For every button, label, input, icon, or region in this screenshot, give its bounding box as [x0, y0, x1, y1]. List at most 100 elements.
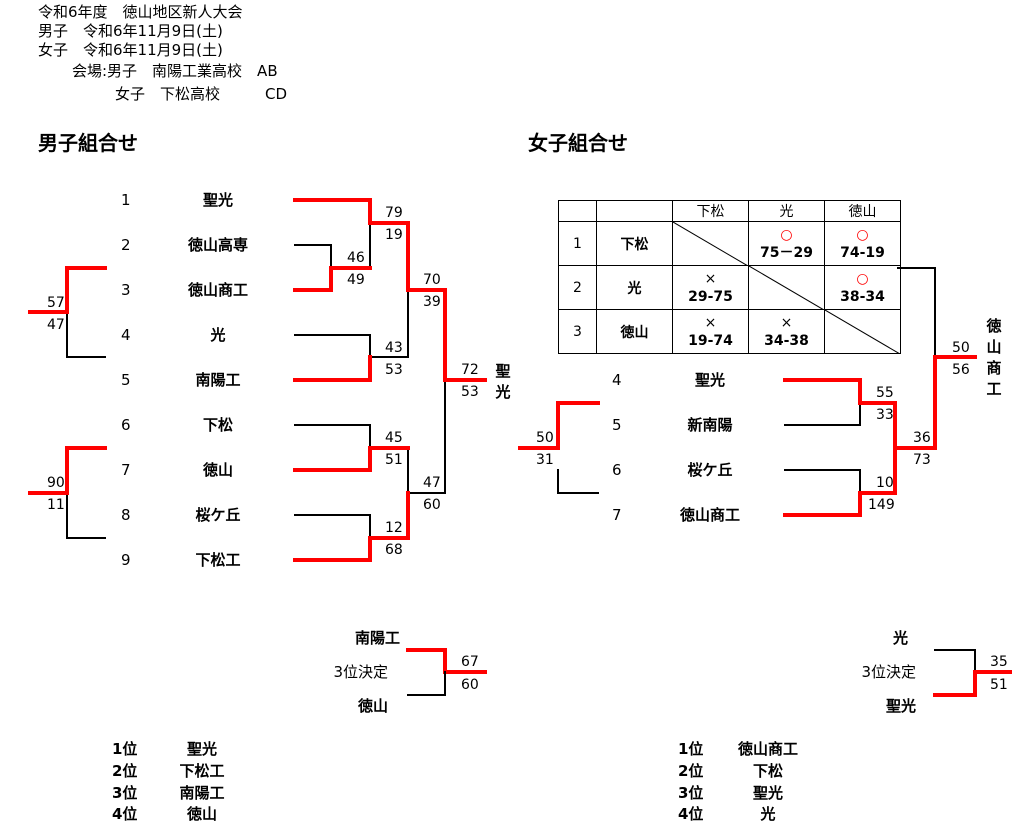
score: 68 — [385, 542, 403, 558]
team-name: 新南陽 — [687, 416, 733, 434]
score: 51 — [990, 677, 1008, 693]
score: 53 — [461, 384, 479, 400]
header-line3: 女子 令和6年11月9日(土) — [38, 41, 223, 59]
score: 31 — [536, 452, 554, 468]
rank-team: 徳山商工 — [737, 740, 798, 758]
rr-seed: 2 — [558, 265, 597, 310]
score: 56 — [952, 362, 970, 378]
team-name: 下松工 — [195, 551, 241, 569]
rr-cell: ○ 38-34 — [824, 265, 901, 310]
score: 51 — [385, 452, 403, 468]
team-name: 徳山商工 — [679, 506, 740, 524]
team-name: 南陽工 — [195, 371, 241, 389]
rr-self-cell — [672, 221, 749, 266]
seed: 7 — [612, 506, 622, 524]
team-name: 聖光 — [694, 371, 725, 389]
seed: 5 — [121, 371, 131, 389]
score: 70 — [423, 272, 441, 288]
girls-title: 女子組合せ — [528, 131, 628, 155]
seed: 1 — [121, 191, 131, 209]
header-line2: 男子 令和6年11月9日(土) — [38, 22, 223, 40]
score: 11 — [47, 497, 65, 513]
score: 50 — [536, 430, 554, 446]
score: 33 — [876, 407, 894, 423]
score: 90 — [47, 475, 65, 491]
seed: 6 — [121, 416, 131, 434]
rank-team: 聖光 — [752, 784, 783, 802]
rank-team: 徳山 — [186, 805, 217, 823]
header-line1: 令和6年度 徳山地区新人大会 — [38, 3, 243, 21]
seed: 8 — [121, 506, 131, 524]
rr-seed: 3 — [558, 309, 597, 354]
score: 47 — [423, 475, 441, 491]
score: 73 — [913, 452, 931, 468]
loss-mark: × — [780, 314, 793, 331]
score: 60 — [461, 677, 479, 693]
seed: 4 — [121, 326, 131, 344]
rr-team: 下松 — [596, 221, 673, 266]
rank-team: 光 — [760, 805, 776, 823]
loss-mark: × — [704, 314, 717, 331]
rr-cell: × 34-38 — [748, 309, 825, 354]
team-name: 桜ケ丘 — [687, 461, 733, 479]
score: 45 — [385, 430, 403, 446]
seed: 2 — [121, 236, 131, 254]
rr-self-cell — [748, 265, 825, 310]
seed: 6 — [612, 461, 622, 479]
rank: 2位 — [112, 762, 138, 780]
rr-team: 光 — [596, 265, 673, 310]
team-name: 徳山商工 — [187, 281, 248, 299]
rr-seed: 1 — [558, 221, 597, 266]
rr-score: 34-38 — [764, 332, 809, 349]
score: 49 — [347, 272, 365, 288]
score: 67 — [461, 654, 479, 670]
rank: 3位 — [112, 784, 138, 802]
girls-round-robin-table: 下松 光 徳山 1 下松 ○ 75－29 ○ 74-19 2 光 × 29-75… — [558, 200, 901, 354]
score: 60 — [423, 497, 441, 513]
third-label: 3位決定 — [333, 663, 388, 681]
seed: 7 — [121, 461, 131, 479]
boys-title: 男子組合せ — [38, 131, 138, 155]
score: 79 — [385, 205, 403, 221]
girls-champion: 徳山商工 — [986, 317, 1002, 398]
third-label: 3位決定 — [861, 663, 916, 681]
team-name: 聖光 — [202, 191, 233, 209]
rr-cell: × 19-74 — [672, 309, 749, 354]
rank-team: 下松 — [752, 762, 783, 780]
boys-lines-red — [28, 198, 487, 674]
score: 10 — [876, 475, 894, 491]
rr-cell: × 29-75 — [672, 265, 749, 310]
rank: 1位 — [112, 740, 138, 758]
rank-team: 聖光 — [186, 740, 217, 758]
rank: 4位 — [678, 805, 704, 823]
score: 149 — [868, 497, 895, 513]
rr-score: 19-74 — [688, 332, 733, 349]
boys-champion: 聖光 — [495, 362, 511, 401]
team-name: 下松 — [202, 416, 233, 434]
rr-score: 75－29 — [760, 244, 813, 261]
score: 55 — [876, 385, 894, 401]
score: 19 — [385, 227, 403, 243]
girls-lines-red — [518, 355, 1012, 697]
rr-self-cell — [824, 309, 901, 354]
score: 47 — [47, 317, 65, 333]
third-team-top: 光 — [892, 629, 908, 647]
rr-col-header: 徳山 — [824, 200, 901, 222]
win-mark: ○ — [780, 226, 793, 243]
score: 53 — [385, 362, 403, 378]
score: 72 — [461, 362, 479, 378]
rank: 2位 — [678, 762, 704, 780]
seed: 5 — [612, 416, 622, 434]
score: 35 — [990, 654, 1008, 670]
seed: 4 — [612, 371, 622, 389]
score: 43 — [385, 340, 403, 356]
third-team-top: 南陽工 — [354, 629, 400, 647]
rank-team: 下松工 — [179, 762, 225, 780]
win-mark: ○ — [856, 270, 869, 287]
rr-cell: ○ 75－29 — [748, 221, 825, 266]
rank: 3位 — [678, 784, 704, 802]
score: 36 — [913, 430, 931, 446]
score: 50 — [952, 340, 970, 356]
rr-col-header: 下松 — [672, 200, 749, 222]
